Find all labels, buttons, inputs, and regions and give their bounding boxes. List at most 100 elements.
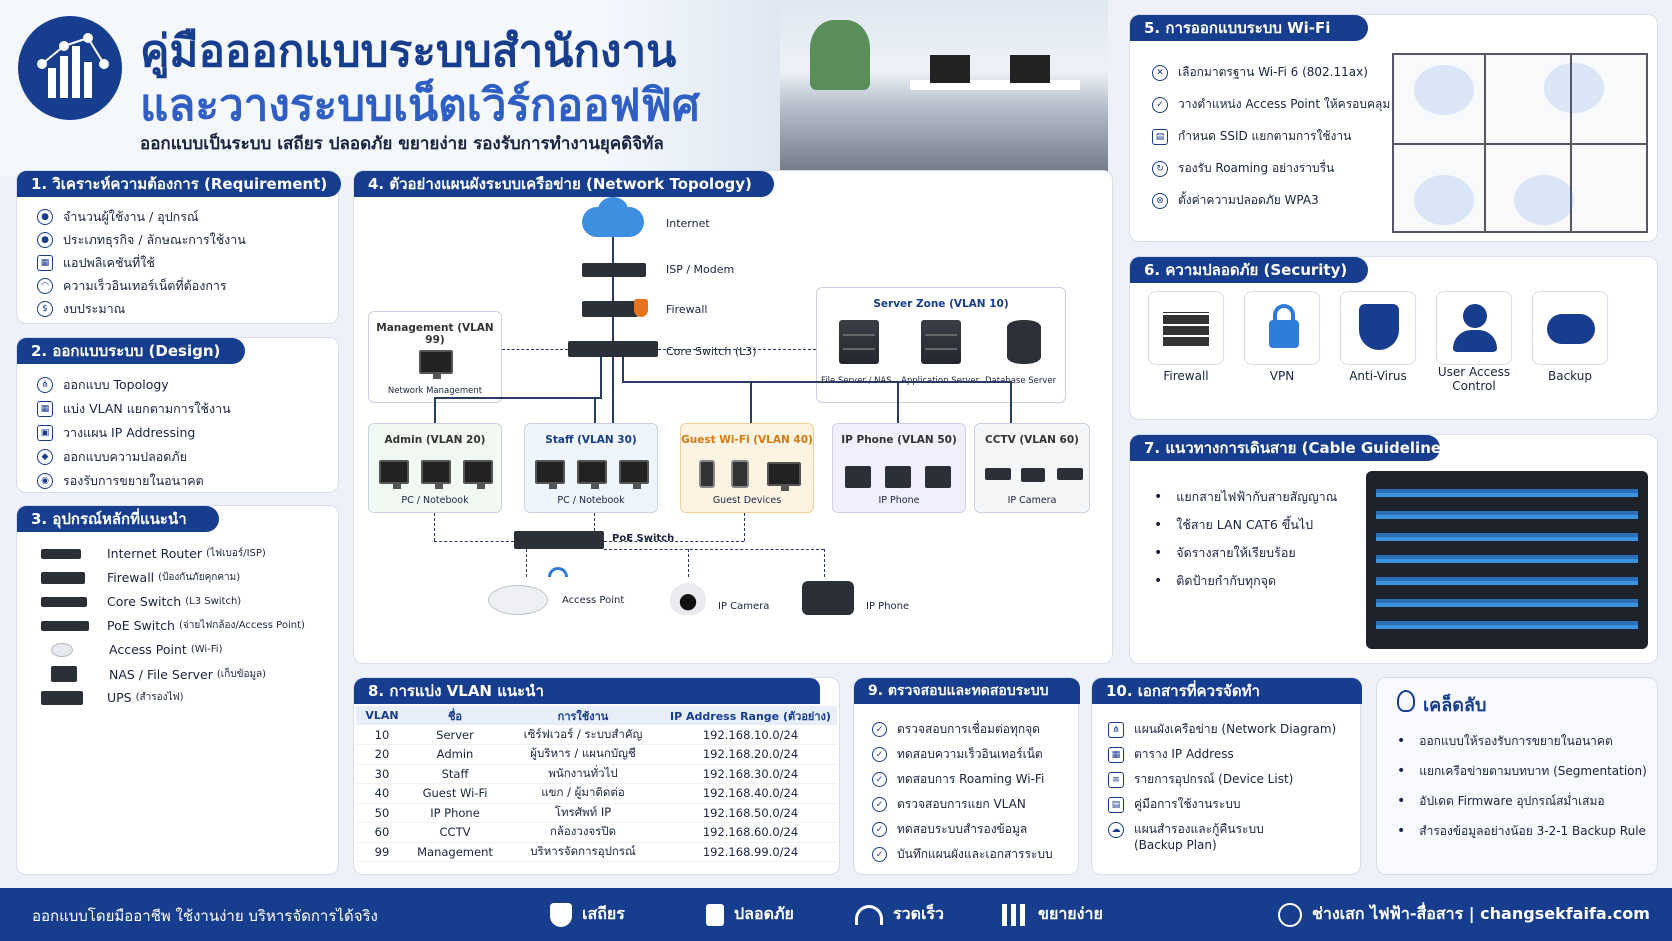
monitor-icon (419, 350, 453, 379)
vlan-icon: ▦ (37, 401, 53, 417)
security-label: Backup (1548, 369, 1592, 383)
footer-feature: รวดเร็ว (855, 902, 944, 927)
money-icon: $ (37, 301, 53, 317)
server-zone-title: Server Zone (VLAN 10) (873, 298, 1009, 310)
firewall-device-icon (582, 301, 638, 317)
table-cell: 192.168.30.0/24 (664, 764, 837, 784)
diagram-icon: ⋔ (1108, 721, 1124, 738)
footer-brand: ช่างเสก ไฟฟ้า-สื่อสาร | changsekfaifa.co… (1278, 902, 1650, 927)
table-cell: 60 (356, 822, 408, 843)
section-testing: 9. ตรวจสอบและทดสอบระบบ ✓ตรวจสอบการเชื่อม… (853, 677, 1080, 875)
vlan-sub: IP Camera (1007, 495, 1057, 506)
table-cell: Admin (408, 744, 502, 765)
isp-label: ISP / Modem (666, 263, 735, 276)
server-zone-box: Server Zone (VLAN 10) File Server / NAS … (816, 287, 1066, 403)
section-title: 9. ตรวจสอบและทดสอบระบบ (854, 678, 1080, 704)
section-devices: 3. อุปกรณ์หลักที่แนะนำ Internet Router(ไ… (16, 505, 339, 875)
list-item: ✓ทดสอบความเร็วอินเทอร์เน็ต (872, 745, 1043, 764)
column-header: การใช้งาน (502, 706, 664, 725)
team-icon: ● (37, 232, 53, 248)
firewall-label: Firewall (666, 303, 708, 316)
roaming-icon: ↻ (1152, 160, 1168, 177)
list-item: แยกเครือข่ายตามบทบาท (Segmentation) (1397, 762, 1647, 781)
padlock-icon (1269, 320, 1299, 348)
pc-icon (421, 460, 451, 489)
camera-icon (1057, 468, 1083, 480)
table-cell: IP Phone (408, 803, 502, 823)
column-header: IP Address Range (ตัวอย่าง) (664, 706, 837, 725)
dome-camera-icon (670, 583, 706, 615)
list-item: ▦แอปพลิเคชันที่ใช้ (37, 253, 155, 273)
table-cell: 192.168.50.0/24 (664, 803, 837, 823)
list-item: อัปเดต Firmware อุปกรณ์สม่ำเสมอ (1397, 792, 1604, 811)
poe-switch-icon (41, 620, 89, 631)
table-cell: 192.168.10.0/24 (664, 725, 837, 745)
database-icon (1007, 320, 1041, 364)
switch-icon (41, 596, 87, 607)
list-item: สำรองข้อมูลอย่างน้อย 3-2-1 Backup Rule (1397, 822, 1646, 841)
list-item: ติดป้ายกำกับทุกจุด (1154, 571, 1276, 591)
list-item: แยกสายไฟฟ้ากับสายสัญญาณ (1154, 487, 1337, 507)
nas-icon (51, 666, 77, 682)
table-cell: โทรศัพท์ IP (502, 803, 664, 823)
list-item: ✓ตรวจสอบการแยก VLAN (872, 795, 1026, 814)
footer-feature: เสถียร (550, 902, 625, 927)
table-cell: Management (408, 842, 502, 862)
section-title: 3. อุปกรณ์หลักที่แนะนำ (17, 506, 219, 532)
table-cell: 192.168.60.0/24 (664, 822, 837, 843)
pc-icon (619, 460, 649, 489)
shield-icon (1359, 304, 1399, 350)
section-requirement: 1. วิเคราะห์ความต้องการ (Requirement) ●จ… (16, 170, 342, 324)
section-title: 4. ตัวอย่างแผนผังระบบเครือข่าย (Network … (354, 171, 774, 197)
pc-icon (379, 460, 409, 489)
list-item: ⋔แผนผังเครือข่าย (Network Diagram) (1108, 720, 1336, 739)
ip-phone-icon (845, 466, 871, 488)
list-item: ✓ทดสอบการ Roaming Wi-Fi (872, 770, 1044, 789)
smartphone-icon (699, 460, 715, 488)
user-check-icon (1463, 304, 1487, 328)
shield-icon: ◆ (37, 449, 53, 465)
table-cell: 50 (356, 803, 408, 823)
access-point-label: Access Point (562, 595, 625, 606)
list-item: Internet Router(ไฟเบอร์/ISP) (41, 546, 266, 561)
section-title: 8. การแบ่ง VLAN แนะนำ (354, 678, 820, 704)
check-icon: ✓ (872, 722, 887, 737)
table-cell: 192.168.40.0/24 (664, 783, 837, 804)
ip-phone-label: IP Phone (866, 601, 910, 612)
cloud-upload-icon (1547, 314, 1595, 344)
backup-cloud-icon: ☁ (1108, 821, 1124, 838)
check-icon: ✓ (872, 847, 887, 862)
table-cell: CCTV (408, 822, 502, 843)
list-item: ✓ตรวจสอบการเชื่อมต่อทุกจุด (872, 720, 1040, 739)
vlan-sub: PC / Notebook (401, 495, 469, 506)
expand-icon: ◉ (37, 473, 53, 489)
app-icon: ▦ (37, 255, 53, 271)
speed-icon (855, 904, 883, 925)
list-item: ≡รายการอุปกรณ์ (Device List) (1108, 770, 1293, 789)
section-cable: 7. แนวทางการเดินสาย (Cable Guideline) แย… (1129, 434, 1658, 664)
vlan-title: IP Phone (VLAN 50) (841, 434, 957, 446)
vlan-phone-box: IP Phone (VLAN 50) IP Phone (832, 423, 966, 513)
ssid-icon: ▤ (1152, 128, 1168, 145)
shield-check-icon (550, 902, 572, 927)
lock-icon (706, 903, 724, 926)
fire-shield-icon (634, 299, 648, 317)
table-cell: 20 (356, 744, 408, 765)
internet-label: Internet (666, 217, 710, 230)
list-item: ⋔ออกแบบ Topology (37, 375, 169, 395)
camera-icon (985, 468, 1011, 480)
table-cell: Guest Wi-Fi (408, 783, 502, 804)
security-label: User Access Control (1437, 365, 1511, 393)
cable-rack-photo (1366, 471, 1648, 649)
list-item-cont: (Backup Plan) (1134, 838, 1217, 852)
list-item: ◠ความเร็วอินเทอร์เน็ตที่ต้องการ (37, 276, 227, 296)
section-title: 1. วิเคราะห์ความต้องการ (Requirement) (17, 171, 342, 197)
core-switch-label: Core Switch (L3) (666, 345, 757, 358)
pc-icon (577, 460, 607, 489)
list-item: ใช้สาย LAN CAT6 ขึ้นไป (1154, 515, 1313, 535)
modem-icon (582, 263, 646, 277)
table-cell: บริหารจัดการอุปกรณ์ (502, 842, 664, 862)
lightbulb-icon (1397, 690, 1415, 712)
